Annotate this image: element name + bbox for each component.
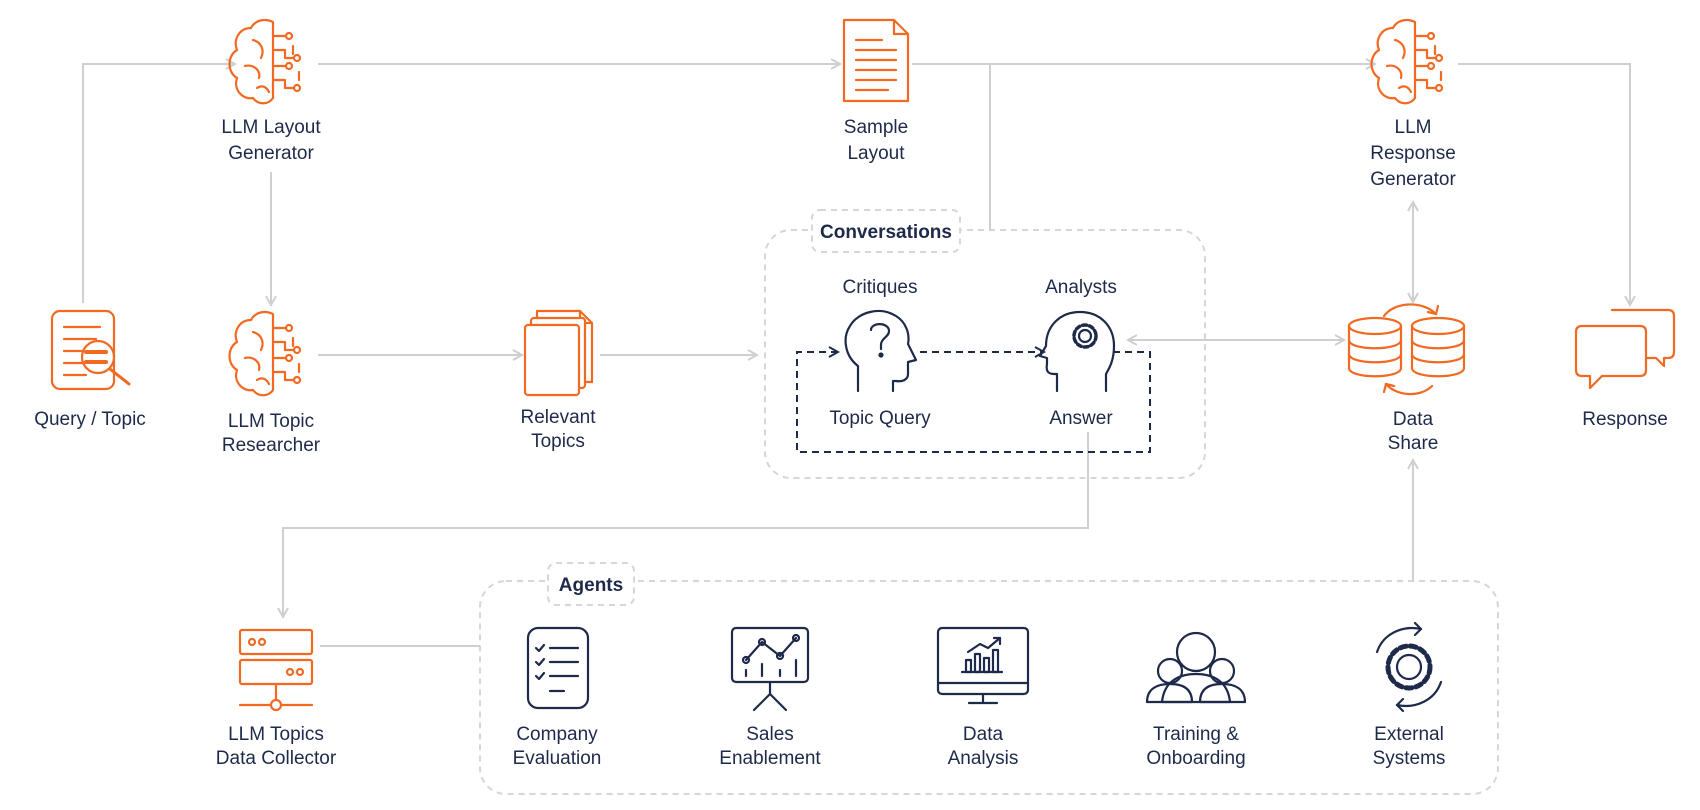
team-icon xyxy=(1145,631,1247,704)
agent-training-onboarding: Training &Onboarding xyxy=(1145,631,1247,769)
head-question-icon xyxy=(844,309,918,393)
chat-bubbles-icon xyxy=(1574,308,1676,390)
critiques-label: Critiques xyxy=(843,277,918,298)
document-search-icon xyxy=(50,309,131,391)
analysts-label: Analysts xyxy=(1045,277,1117,298)
brain-circuit-icon xyxy=(228,310,302,397)
connectors xyxy=(82,63,1630,647)
conversations-title: Conversations xyxy=(820,222,952,243)
agent-label: Training &Onboarding xyxy=(1146,724,1245,769)
conversations-border xyxy=(764,229,1206,479)
monitor-chart-icon xyxy=(936,626,1030,705)
node-label: Response xyxy=(1582,409,1668,430)
head-gear-icon xyxy=(1038,310,1116,393)
node-label: Query / Topic xyxy=(34,409,146,430)
agents-title: Agents xyxy=(559,575,623,596)
agents-group: Agents xyxy=(479,562,1499,795)
connector-answer-to-collector xyxy=(283,432,1089,617)
document-icon xyxy=(842,18,910,103)
node-query-topic: Query / Topic xyxy=(34,309,146,430)
conversations-content: Critiques Analysts Topic Query Answer xyxy=(796,277,1151,453)
answer-label: Answer xyxy=(1049,408,1113,429)
presentation-board-icon xyxy=(730,626,810,712)
brain-circuit-icon xyxy=(228,18,302,105)
feedback-loop xyxy=(796,352,1151,453)
conversations-group: Conversations xyxy=(764,209,1206,479)
connector-response-gen-to-response xyxy=(1458,63,1630,305)
node-response: Response xyxy=(1574,308,1676,430)
agents-title-box xyxy=(547,562,635,606)
topic-query-label: Topic Query xyxy=(829,408,931,429)
connector-query-to-layout-gen xyxy=(82,64,235,303)
conversations-title-box xyxy=(811,209,961,253)
gear-cycle-icon xyxy=(1375,621,1443,713)
checklist-icon xyxy=(526,626,590,710)
server-stack-icon xyxy=(238,628,314,712)
documents-stack-icon xyxy=(523,309,594,397)
database-sync-icon xyxy=(1347,303,1466,396)
brain-circuit-icon xyxy=(1370,18,1444,105)
